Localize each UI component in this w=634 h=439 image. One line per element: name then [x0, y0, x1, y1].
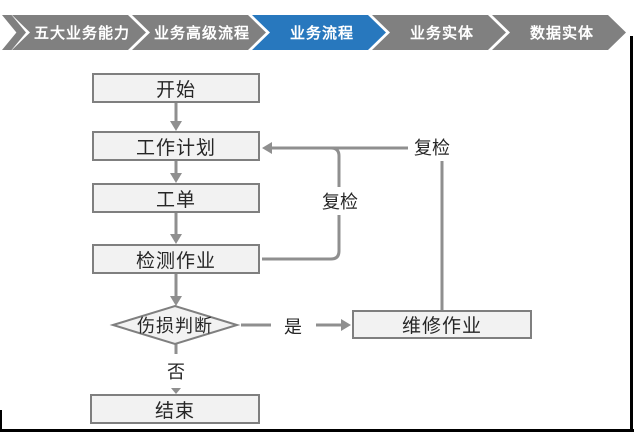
node-repair-job: 维修作业 [352, 310, 532, 339]
arrowhead-inspect-to-decision [170, 296, 182, 306]
edge-label-recheck-outer: 复检 [408, 133, 456, 161]
edge-label-yes: 是 [278, 312, 308, 340]
arrowhead-no-to-end [171, 388, 181, 394]
node-work-plan: 工作计划 [92, 131, 260, 161]
nav-item-high-level-process[interactable]: 业务高级流程 [132, 15, 266, 50]
edge-label-recheck-inner: 复检 [316, 187, 364, 215]
process-breadcrumb: 五大业务能力 业务高级流程 业务流程 业务实体 数据实体 [2, 15, 626, 50]
loop-inspect-to-plan [262, 146, 341, 261]
node-inspection-job: 检测作业 [92, 244, 260, 274]
arrowhead-yes-to-repair [341, 319, 351, 331]
frame-border-left [0, 410, 2, 432]
loop-repair-to-plan [272, 146, 444, 310]
node-end: 结束 [90, 394, 260, 424]
node-start: 开始 [92, 73, 260, 103]
node-damage-decision: 伤损判断 [137, 316, 213, 336]
nav-item-business-process[interactable]: 业务流程 [252, 15, 386, 50]
arrowhead-start-to-plan [170, 121, 182, 131]
decision-diamond-shape [109, 304, 241, 346]
nav-item-business-entity[interactable]: 业务实体 [372, 15, 506, 50]
arrowhead-order-to-inspect [170, 234, 182, 244]
nav-item-data-entity[interactable]: 数据实体 [492, 15, 626, 50]
nav-item-five-capabilities[interactable]: 五大业务能力 [12, 15, 146, 50]
node-work-order: 工单 [92, 183, 260, 213]
arrowhead-plan-to-order [170, 173, 182, 183]
frame-border-bottom [0, 429, 634, 432]
edge-label-no: 否 [161, 357, 191, 385]
frame-border-right [630, 36, 633, 432]
arrowhead-recheck-to-plan [262, 142, 272, 154]
